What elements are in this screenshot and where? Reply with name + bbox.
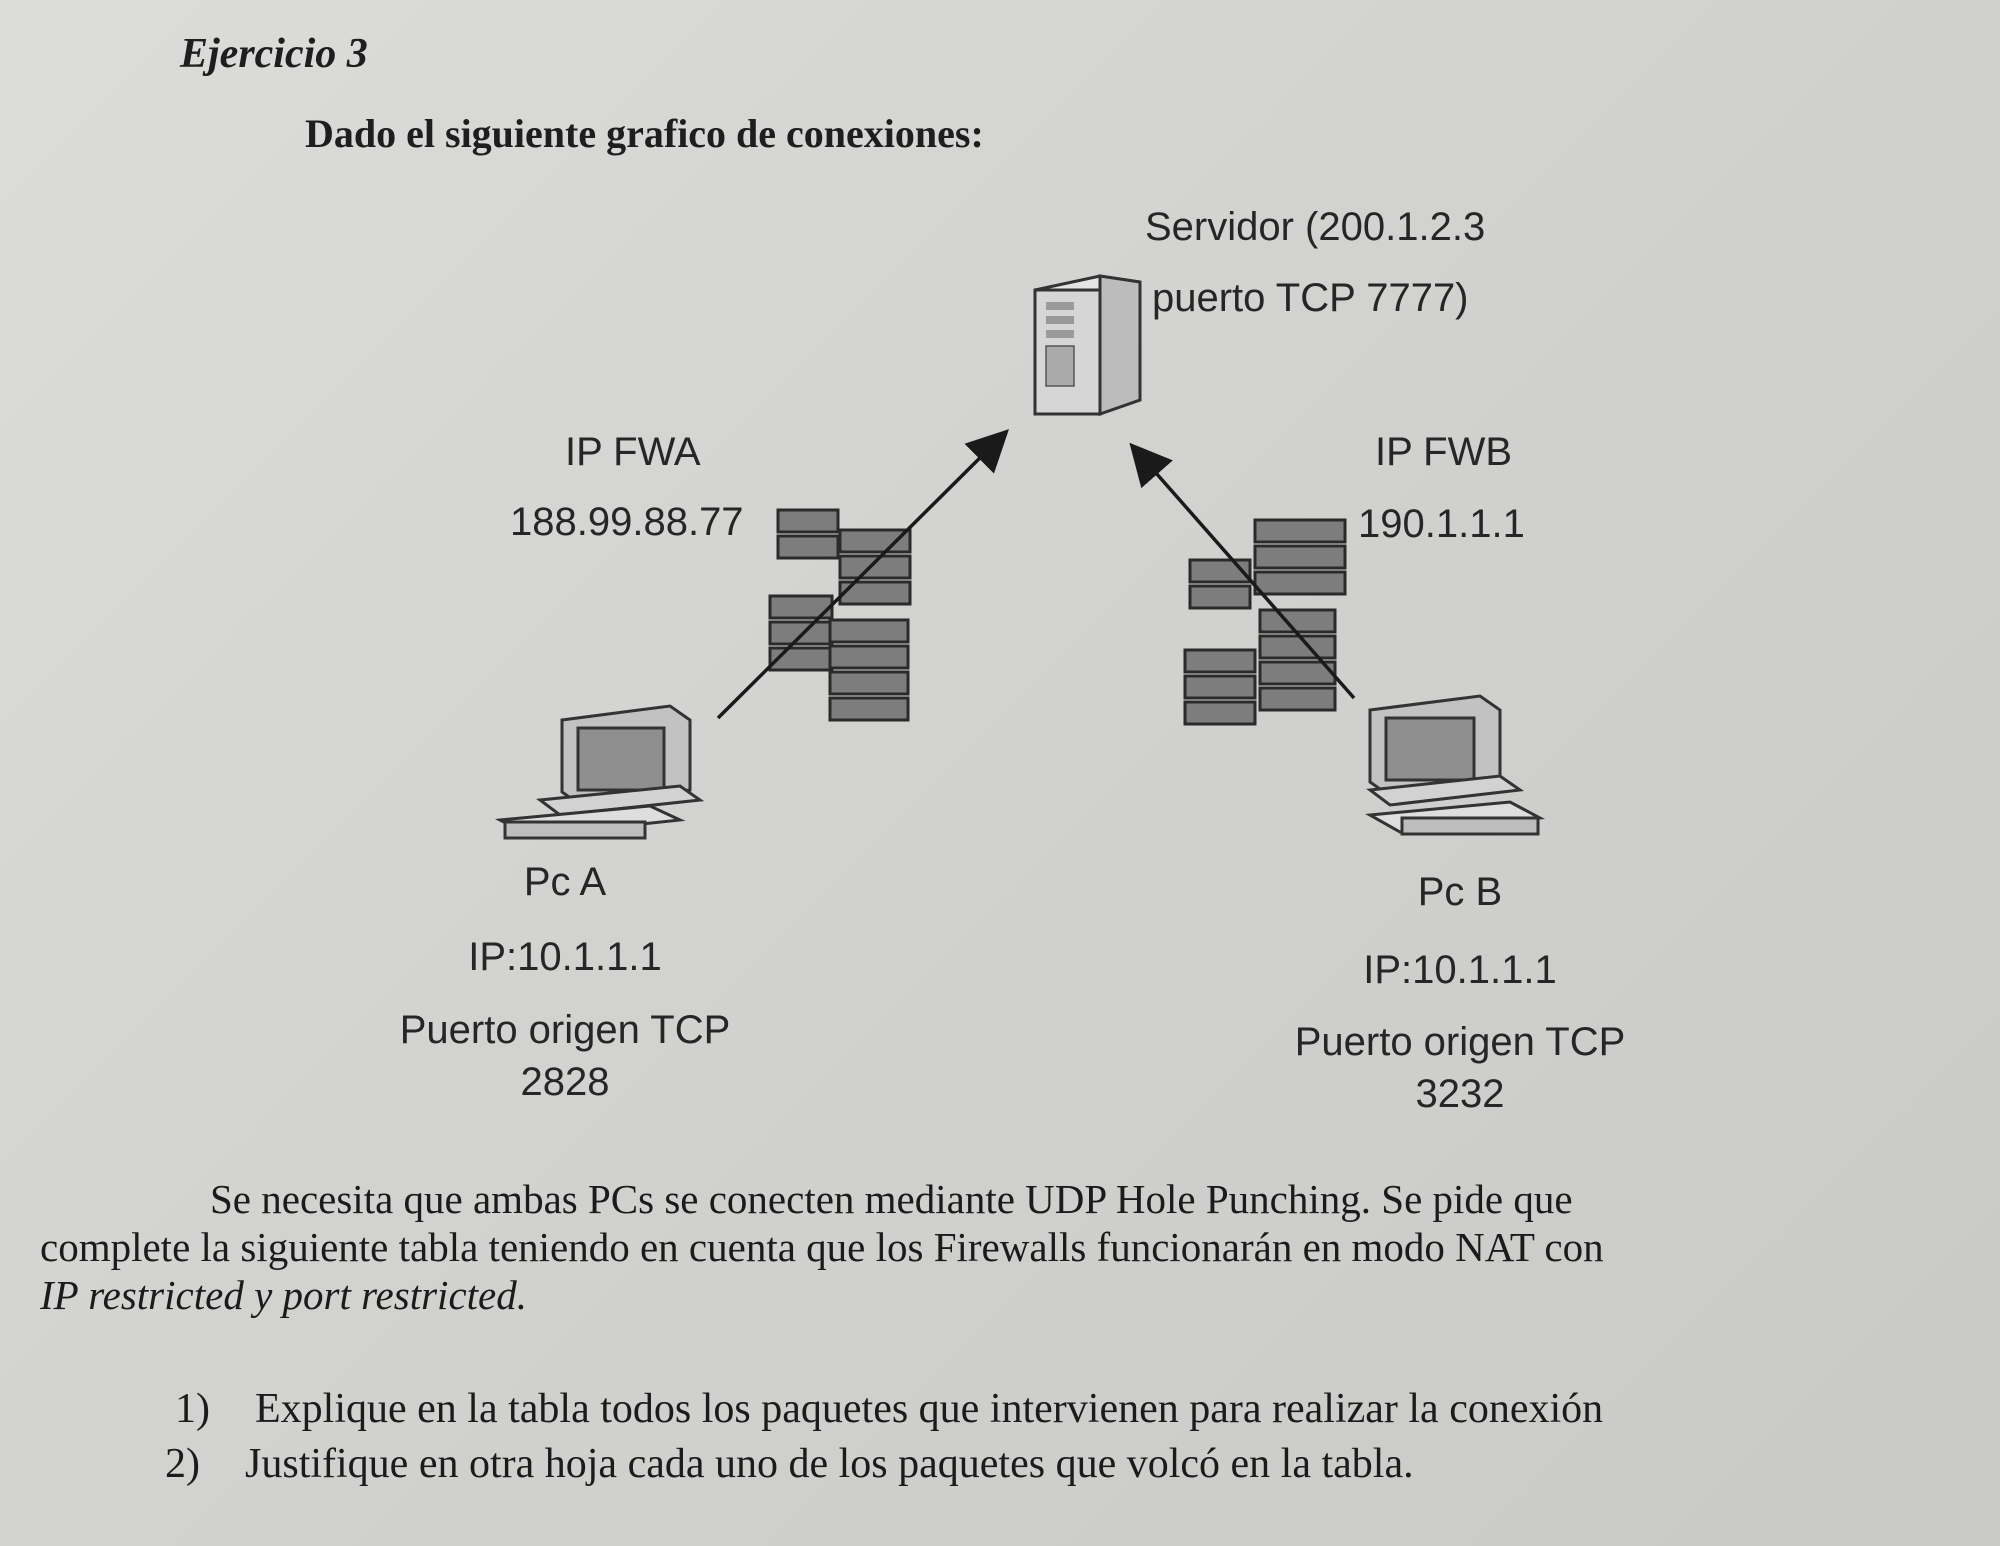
fwb-ip: 190.1.1.1 (1358, 502, 1525, 546)
pcb-ip: IP:10.1.1.1 (1363, 948, 1557, 992)
pca-port: 2828 (520, 1060, 610, 1104)
pca-ip: IP:10.1.1.1 (468, 935, 662, 979)
fwa-name: IP FWA (565, 430, 701, 474)
intro-text: Dado el siguiente grafico de conexiones: (305, 111, 984, 156)
question-2: 2) Justifique en otra hoja cada uno de lo… (165, 1440, 1414, 1488)
firewall-a-icon (768, 508, 912, 722)
firewall-b-icon (1183, 518, 1347, 726)
paragraph-line-3: IP restricted y port restricted. (40, 1272, 527, 1318)
question-2-text: Justifique en otra hoja cada uno de los … (245, 1441, 1414, 1487)
server-label-line1: Servidor (200.1.2.3 (1145, 205, 1486, 249)
pcb-port-label: Puerto origen TCP (1294, 1020, 1626, 1064)
server-icon (1033, 274, 1142, 417)
instructions-paragraph: Se necesita que ambas PCs se conecten me… (40, 1175, 1960, 1319)
pc-b-icon (1365, 694, 1546, 836)
server-label-line2: puerto TCP 7777) (1152, 276, 1469, 320)
pcb-name: Pc B (1417, 870, 1503, 914)
pc-a-icon (494, 704, 705, 840)
fwb-name: IP FWB (1375, 430, 1513, 474)
pca-port-label: Puerto origen TCP (399, 1008, 731, 1052)
question-1-number: 1) (175, 1386, 210, 1432)
arrow-pca-to-server (716, 429, 1009, 720)
question-2-number: 2) (165, 1441, 200, 1487)
pca-name: Pc A (523, 860, 607, 904)
paragraph-line-1: Se necesita que ambas PCs se conecten me… (210, 1176, 1573, 1222)
paragraph-line-2: complete la siguiente tabla teniendo en … (40, 1224, 1604, 1270)
fwa-ip: 188.99.88.77 (510, 500, 744, 544)
exercise-title: Ejercicio 3 (180, 31, 368, 77)
arrow-pcb-to-server (1129, 442, 1356, 700)
question-1-text: Explique en la tabla todos los paquetes … (255, 1386, 1604, 1432)
question-1: 1) Explique en la tabla todos los paquete… (175, 1385, 1603, 1433)
pcb-port: 3232 (1415, 1072, 1505, 1116)
